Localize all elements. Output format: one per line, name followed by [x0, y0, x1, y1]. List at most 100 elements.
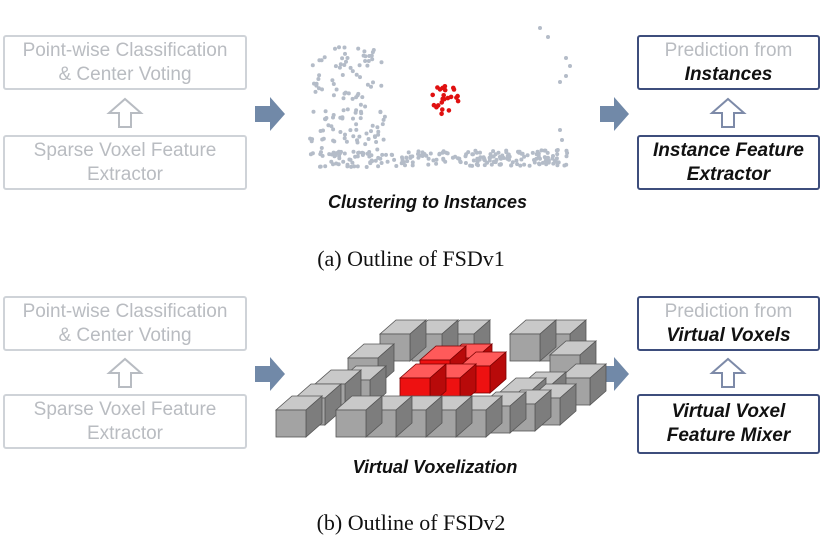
point-dot: [354, 72, 359, 77]
point-dot: [345, 164, 350, 169]
point-dot: [568, 64, 572, 68]
point-dot: [369, 129, 373, 134]
point-dot: [353, 110, 358, 115]
point-dot: [442, 87, 448, 93]
point-dot: [326, 123, 331, 128]
point-dot: [372, 134, 377, 139]
point-dot: [329, 124, 334, 129]
right-block-arrow-icon: [255, 357, 285, 391]
point-dot: [338, 115, 343, 120]
point-dot: [379, 60, 384, 65]
point-dot: [439, 100, 445, 105]
point-dot: [542, 155, 547, 160]
point-dot: [311, 109, 316, 114]
point-dot: [371, 80, 375, 85]
point-dot: [394, 164, 399, 168]
point-dot: [353, 154, 358, 159]
point-dot: [405, 159, 410, 164]
point-dot: [537, 161, 541, 166]
box-text-line1: Sparse Voxel Feature: [33, 139, 217, 161]
point-dot: [310, 137, 315, 142]
point-dot: [545, 160, 550, 165]
point-dot: [370, 57, 375, 62]
point-dot: [331, 115, 335, 120]
point-dot: [444, 150, 449, 155]
point-dot: [334, 161, 339, 166]
point-dot: [351, 134, 356, 139]
point-dot: [562, 163, 567, 168]
point-dot: [318, 164, 323, 169]
point-dot: [369, 53, 374, 58]
point-dot: [564, 56, 568, 60]
point-dot: [342, 45, 347, 50]
point-dot: [558, 128, 562, 132]
point-dot: [338, 130, 343, 134]
point-dot: [341, 159, 346, 164]
point-dot: [369, 84, 373, 89]
point-dot: [375, 147, 380, 152]
point-dot: [343, 132, 347, 137]
point-dot: [340, 56, 345, 61]
point-dot: [416, 149, 421, 154]
point-dot: [331, 138, 336, 143]
point-dot: [390, 153, 395, 157]
point-dot: [331, 93, 336, 98]
point-dot: [507, 157, 511, 162]
point-dot: [558, 80, 562, 84]
point-dot: [369, 153, 374, 158]
point-dot: [560, 138, 564, 142]
point-dot: [504, 150, 509, 155]
point-dot: [426, 156, 431, 161]
point-dot: [509, 163, 514, 168]
point-dot: [498, 156, 503, 161]
point-dot: [380, 122, 385, 127]
point-dot: [471, 152, 475, 157]
point-dot: [363, 142, 368, 147]
point-dot: [350, 96, 355, 101]
up-hollow-arrow-icon: [106, 97, 144, 128]
point-dot: [435, 103, 441, 108]
point-dot: [496, 150, 501, 155]
point-dot: [510, 160, 515, 165]
point-dot: [519, 157, 524, 162]
point-dot: [316, 86, 321, 91]
point-dot: [514, 158, 519, 163]
point-dot: [366, 59, 371, 63]
point-dot: [440, 107, 445, 112]
point-dot: [527, 163, 532, 168]
point-dot: [406, 150, 411, 155]
point-dot: [431, 102, 437, 108]
point-dot: [348, 128, 353, 133]
point-dot: [323, 109, 328, 114]
point-dot: [554, 148, 559, 153]
point-dot: [466, 150, 471, 155]
caption-a: (a) Outline of FSDv1: [317, 246, 505, 271]
point-dot: [554, 156, 559, 161]
point-dot: [555, 152, 560, 157]
point-dot: [363, 54, 368, 59]
point-dot: [381, 137, 386, 142]
point-dot: [564, 154, 569, 159]
point-dot: [365, 63, 370, 68]
point-dot: [471, 158, 476, 163]
voxel-cubes-illustration: [274, 319, 608, 438]
box-text-line2: Instances: [684, 63, 773, 85]
point-dot: [515, 162, 520, 167]
point-dot: [370, 159, 375, 164]
box-text-line1: Sparse Voxel Feature: [33, 398, 217, 420]
point-dot: [392, 157, 397, 162]
point-dot: [376, 129, 381, 134]
point-dot: [366, 137, 371, 141]
point-dot: [310, 63, 315, 68]
point-dot: [535, 149, 540, 154]
point-dot: [539, 148, 544, 153]
point-dot: [410, 163, 415, 168]
point-dot: [349, 164, 354, 169]
point-dot: [364, 165, 369, 169]
point-dot: [313, 89, 318, 94]
box-text-line1: Point-wise Classification: [22, 39, 228, 61]
point-dot: [352, 164, 357, 169]
clustering-label: Clustering to Instances: [327, 192, 528, 212]
point-dot: [494, 157, 499, 162]
